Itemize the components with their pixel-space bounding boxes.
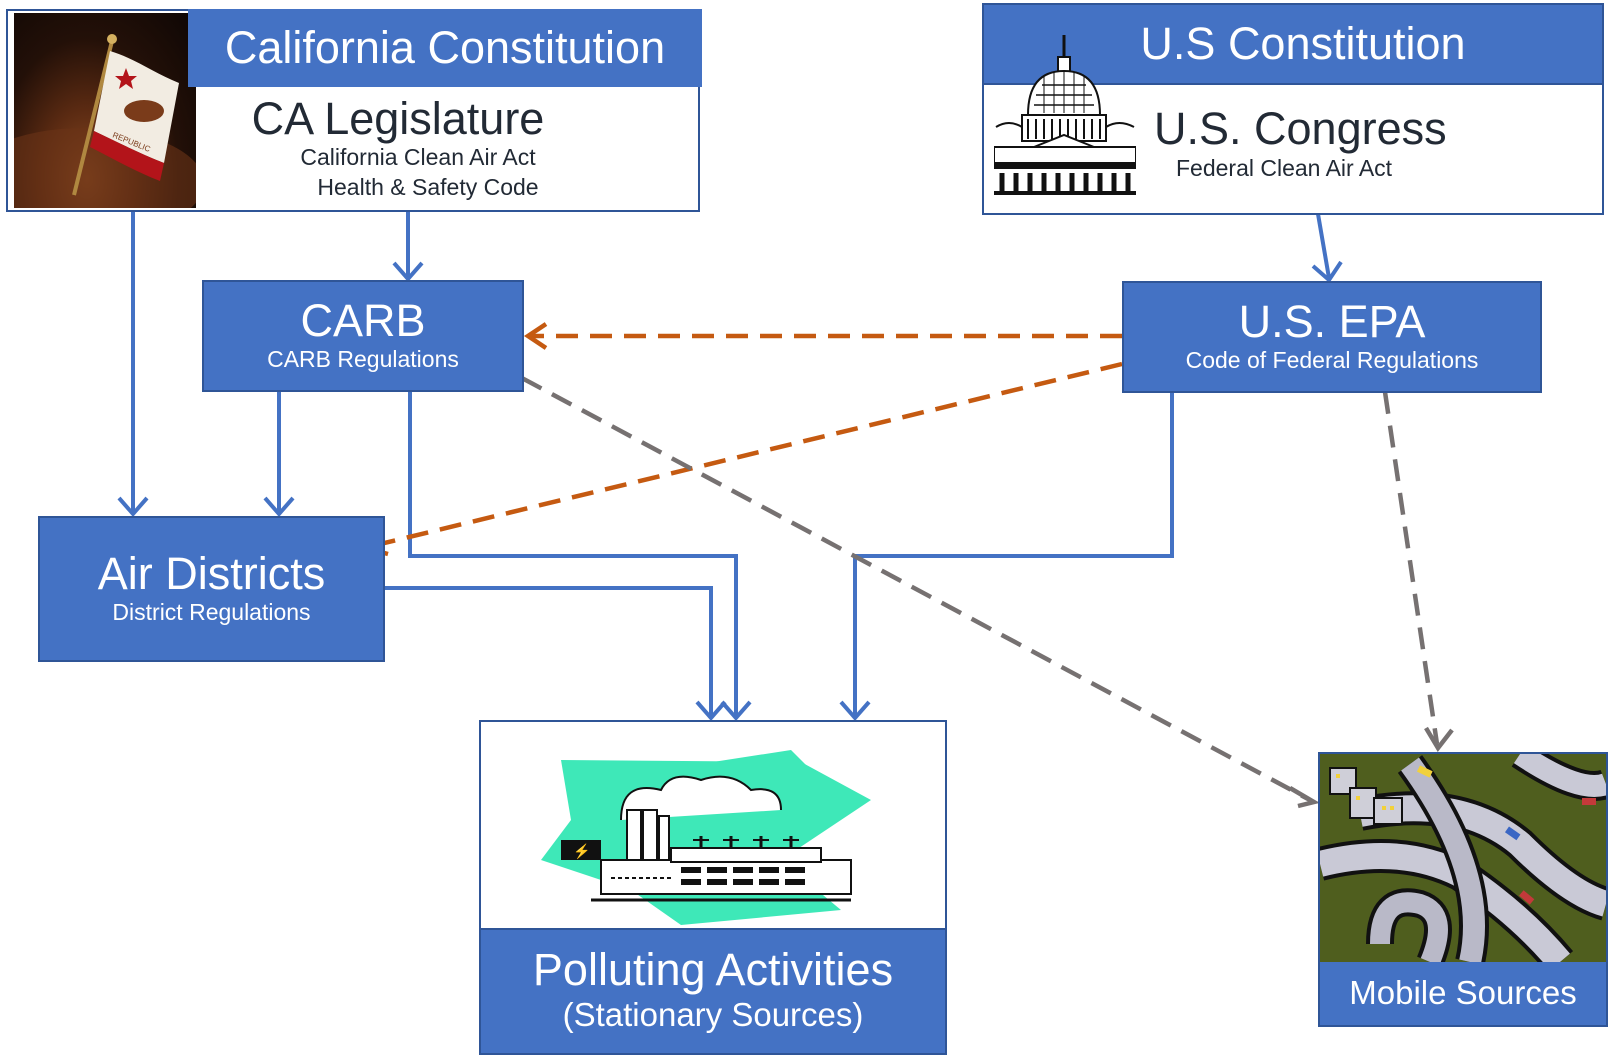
- highway-interchange-clipart: [1320, 754, 1606, 962]
- arrow-districts-to-polluting: [385, 586, 713, 716]
- polluting-activities-box: ⚡ Polluting Activities (Stationary Sourc…: [479, 720, 947, 1055]
- polluting-activities-label-band: Polluting Activities (Stationary Sources…: [479, 928, 947, 1055]
- capitol-icon: [993, 35, 1137, 195]
- air-districts-box: Air Districts District Regulations: [38, 516, 385, 662]
- arrow-epa-to-districts: [371, 361, 1123, 549]
- flag-icon: REPUBLIC: [14, 34, 196, 208]
- health-safety-code-label: Health & Safety Code: [317, 173, 539, 200]
- arrow-epa-to-polluting: [853, 392, 1174, 716]
- district-regulations-label: District Regulations: [112, 598, 311, 625]
- ca-clean-air-act-label: California Clean Air Act: [300, 143, 536, 170]
- air-districts-title: Air Districts: [97, 548, 326, 600]
- california-constitution-header: California Constitution: [188, 9, 702, 87]
- capitol-dome-image: [993, 35, 1137, 195]
- us-congress-title: U.S. Congress: [1154, 103, 1447, 154]
- federal-clean-air-act-label: Federal Clean Air Act: [1176, 155, 1393, 182]
- us-constitution-title: U.S Constitution: [1140, 18, 1466, 70]
- factory-clipart: ⚡: [541, 740, 881, 930]
- carb-title: CARB: [300, 295, 426, 347]
- carb-regulations-label: CARB Regulations: [267, 345, 459, 372]
- svg-text:⚡: ⚡: [573, 843, 590, 860]
- highway-icon: [1320, 754, 1606, 962]
- us-congress-block: U.S. Congress Federal Clean Air Act: [1154, 105, 1594, 205]
- california-flag-image: REPUBLIC: [14, 13, 196, 208]
- arrow-congress-to-epa: [1316, 213, 1331, 279]
- california-constitution-title: California Constitution: [224, 22, 666, 74]
- arrow-carb-to-polluting: [408, 392, 738, 716]
- arrow-carb-to-mobile: [490, 360, 1312, 802]
- arrow-epa-to-mobile: [1382, 391, 1440, 745]
- stationary-sources-label: (Stationary Sources): [562, 995, 864, 1033]
- ca-legislature-title: CA Legislature: [251, 93, 545, 145]
- mobile-sources-label-band: Mobile Sources: [1320, 962, 1606, 1025]
- california-constitution-box: REPUBLIC California Constitution CA Legi…: [6, 9, 702, 212]
- factory-icon: ⚡: [541, 750, 871, 925]
- carb-box: CARB CARB Regulations: [202, 280, 524, 392]
- us-epa-title: U.S. EPA: [1238, 296, 1426, 348]
- code-of-federal-regulations-label: Code of Federal Regulations: [1185, 346, 1479, 373]
- polluting-activities-title: Polluting Activities: [532, 944, 894, 996]
- us-constitution-box: U.S Constitution U.S. Congress Federal C…: [982, 3, 1604, 215]
- mobile-sources-box: Mobile Sources: [1318, 752, 1608, 1027]
- ca-legislature-block: CA Legislature California Clean Air Act …: [208, 89, 588, 209]
- mobile-sources-title: Mobile Sources: [1349, 974, 1577, 1012]
- us-epa-box: U.S. EPA Code of Federal Regulations: [1122, 281, 1542, 393]
- us-constitution-header: U.S Constitution: [984, 5, 1602, 85]
